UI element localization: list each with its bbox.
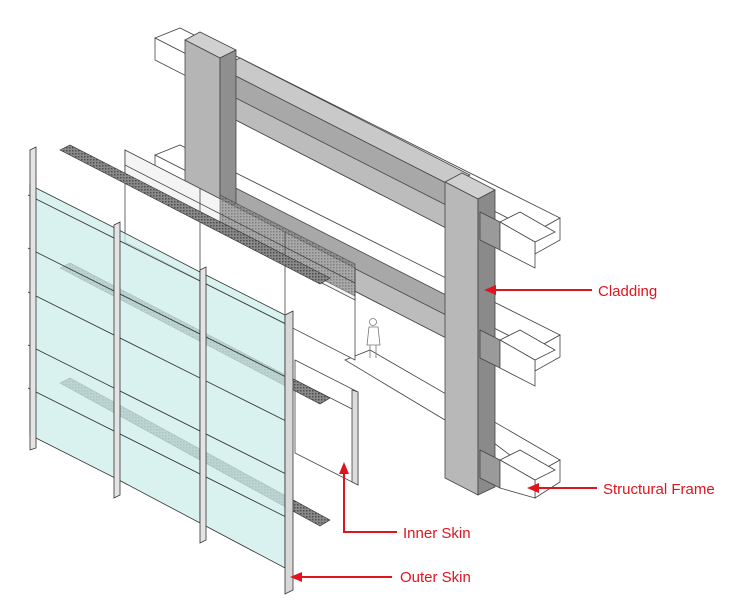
structural-frame-label: Structural Frame <box>603 481 715 498</box>
outer-skin-label: Outer Skin <box>400 569 471 586</box>
person-figure <box>366 318 381 358</box>
right-column <box>444 172 556 499</box>
callout-arrows <box>290 285 597 582</box>
inner-skin-label: Inner Skin <box>403 525 471 542</box>
glass-panel-middle <box>114 227 201 524</box>
glass-panel-left <box>29 184 116 479</box>
inner-skin-arrow <box>339 462 397 533</box>
inner-skin-lower-panel <box>294 359 359 486</box>
left-column <box>184 31 237 211</box>
glass-panel-right <box>199 271 286 569</box>
structural-frame-arrow <box>527 483 597 493</box>
outer-skin-arrow <box>290 572 392 582</box>
cladding-arrow <box>484 285 592 295</box>
outer-skin <box>27 146 294 595</box>
cladding-label: Cladding <box>598 283 658 300</box>
